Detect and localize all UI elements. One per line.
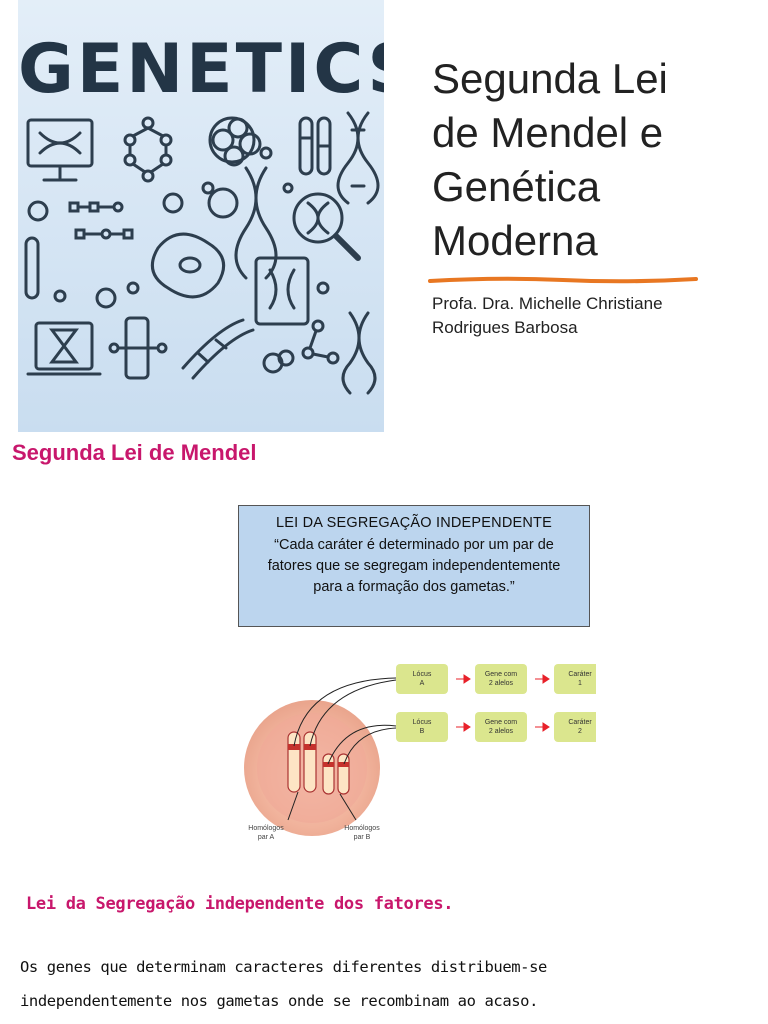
scroll-dna-icon xyxy=(254,256,310,326)
magnifier-icon xyxy=(292,192,361,261)
dna-helix-icon xyxy=(336,111,380,205)
homolog-b-label: Homólogos xyxy=(344,825,380,832)
body-line: Os genes que determinam caracteres difer… xyxy=(20,958,547,976)
title-line: Genética xyxy=(432,163,601,210)
homolog-b-pair: par B xyxy=(354,834,371,841)
title-line: Moderna xyxy=(432,217,598,264)
molecule-icon xyxy=(123,116,173,183)
title-line: Segunda Lei xyxy=(432,55,668,102)
trait-1-box xyxy=(554,664,596,694)
diagram-row-2: Lócus B Gene com 2 alelos Caráter 2 xyxy=(396,712,596,742)
arrow-icon xyxy=(456,722,471,732)
arrow-icon xyxy=(535,674,550,684)
trait-1-label: Caráter xyxy=(568,671,592,678)
gene-a-alleles: 2 alelos xyxy=(489,680,514,687)
cover-image: GENETICS xyxy=(18,0,384,432)
law-subtitle: Lei da Segregação independente dos fator… xyxy=(26,894,454,914)
locus-b-letter: B xyxy=(420,728,425,735)
locus-b-box xyxy=(396,712,448,742)
molecule-small-icon xyxy=(301,319,340,365)
body-paragraph: Os genes que determinam caracteres difer… xyxy=(20,950,760,1018)
chromosome-pair-a xyxy=(287,731,317,793)
network-icon xyxy=(68,201,134,240)
dna-center-icon xyxy=(234,166,278,280)
arrow-icon xyxy=(535,722,550,732)
test-tube-icon xyxy=(24,236,40,300)
monitor-dna-icon xyxy=(26,118,94,182)
law-quote: “Cada caráter é determinado por um par d… xyxy=(247,535,581,598)
cell-icon xyxy=(150,232,226,299)
locus-a-label: Lócus xyxy=(413,671,432,678)
chromosome-pair-b xyxy=(322,753,350,795)
law-definition-box: LEI DA SEGREGAÇÃO INDEPENDENTE “Cada car… xyxy=(238,505,590,627)
gene-a-box xyxy=(475,664,527,694)
arrow-icon xyxy=(456,674,471,684)
quote-line: fatores que se segregam independentement… xyxy=(267,558,561,574)
flask-icon xyxy=(108,316,168,380)
title-line: de Mendel e xyxy=(432,109,664,156)
gene-a-label: Gene com xyxy=(485,671,517,678)
author-line: Profa. Dra. Michelle Christiane xyxy=(432,294,663,313)
diagram-row-1: Lócus A Gene com 2 alelos Caráter 1 xyxy=(396,664,596,694)
dna-helix-small-icon xyxy=(341,311,377,395)
quote-line: “Cada caráter é determinado por um par d… xyxy=(274,537,554,553)
test-tubes-icon xyxy=(298,116,332,176)
genetics-icons-illustration xyxy=(24,111,380,395)
author-name: Profa. Dra. Michelle Christiane Rodrigue… xyxy=(432,292,752,340)
locus-b-label: Lócus xyxy=(413,719,432,726)
chromosome-diagram: Lócus A Gene com 2 alelos Caráter 1 Lócu… xyxy=(244,664,596,841)
locus-a-letter: A xyxy=(420,680,425,687)
section-title: Segunda Lei de Mendel xyxy=(12,440,257,465)
locus-a-box xyxy=(396,664,448,694)
title-divider xyxy=(428,276,698,284)
body-line: independentemente nos gametas onde se re… xyxy=(20,992,539,1010)
trait-2-label: Caráter xyxy=(568,719,592,726)
homolog-a-pair: par A xyxy=(258,834,275,841)
gene-b-label: Gene com xyxy=(485,719,517,726)
cell-cluster-icon xyxy=(208,116,262,167)
author-line: Rodrigues Barbosa xyxy=(432,318,578,337)
law-heading: LEI DA SEGREGAÇÃO INDEPENDENTE xyxy=(276,515,552,531)
trait-2-number: 2 xyxy=(578,728,582,735)
laptop-dna-icon xyxy=(26,321,102,376)
trait-2-box xyxy=(554,712,596,742)
trait-1-number: 1 xyxy=(578,680,582,687)
cover-title: GENETICS xyxy=(18,30,384,109)
gene-b-box xyxy=(475,712,527,742)
gene-b-alleles: 2 alelos xyxy=(489,728,514,735)
homolog-a-label: Homólogos xyxy=(248,825,284,832)
quote-line: para a formação dos gametas.” xyxy=(313,579,515,595)
page-title: Segunda Lei de Mendel e Genética Moderna xyxy=(432,52,752,268)
dna-strand-icon xyxy=(181,318,255,380)
